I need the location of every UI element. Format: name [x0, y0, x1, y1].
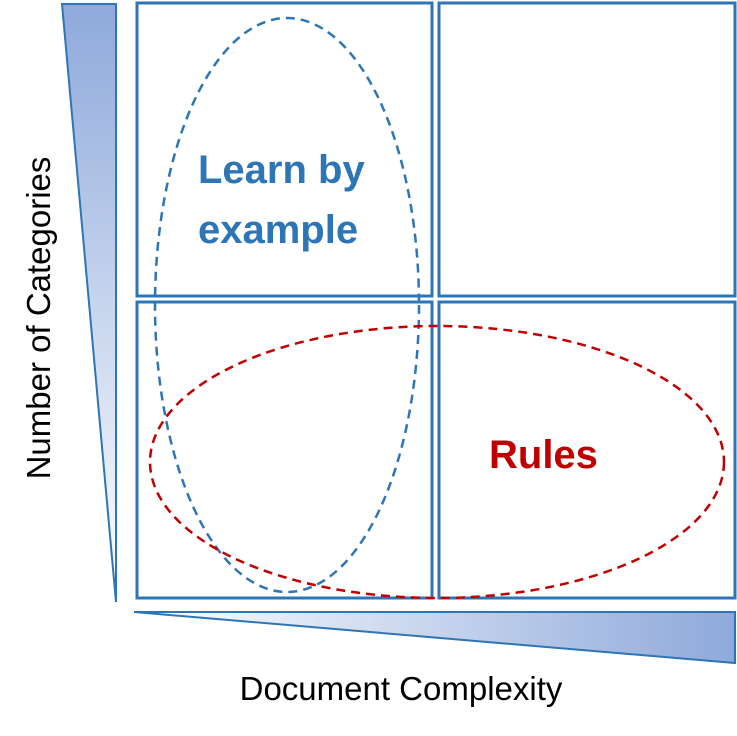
quadrant-bottom-right	[437, 300, 737, 600]
quadrant-top-right	[437, 1, 737, 298]
learn-by-example-label: Learn by	[198, 148, 365, 192]
learn-by-example-region	[153, 16, 421, 594]
quadrant-top-left	[135, 1, 434, 298]
x-axis-label: Document Complexity	[240, 670, 563, 707]
rules-region	[148, 324, 726, 600]
quadrant-bottom-left	[135, 300, 434, 600]
rules-label: Rules	[489, 433, 598, 477]
y-axis-wedge	[60, 3, 117, 603]
learn-by-example-label-line2: example	[198, 208, 358, 252]
y-axis-label: Number of Categories	[20, 157, 57, 480]
x-axis-wedge	[133, 611, 736, 665]
learn-by-example-line2: example	[198, 208, 358, 252]
learn-by-example-line1: Learn by	[198, 148, 365, 192]
